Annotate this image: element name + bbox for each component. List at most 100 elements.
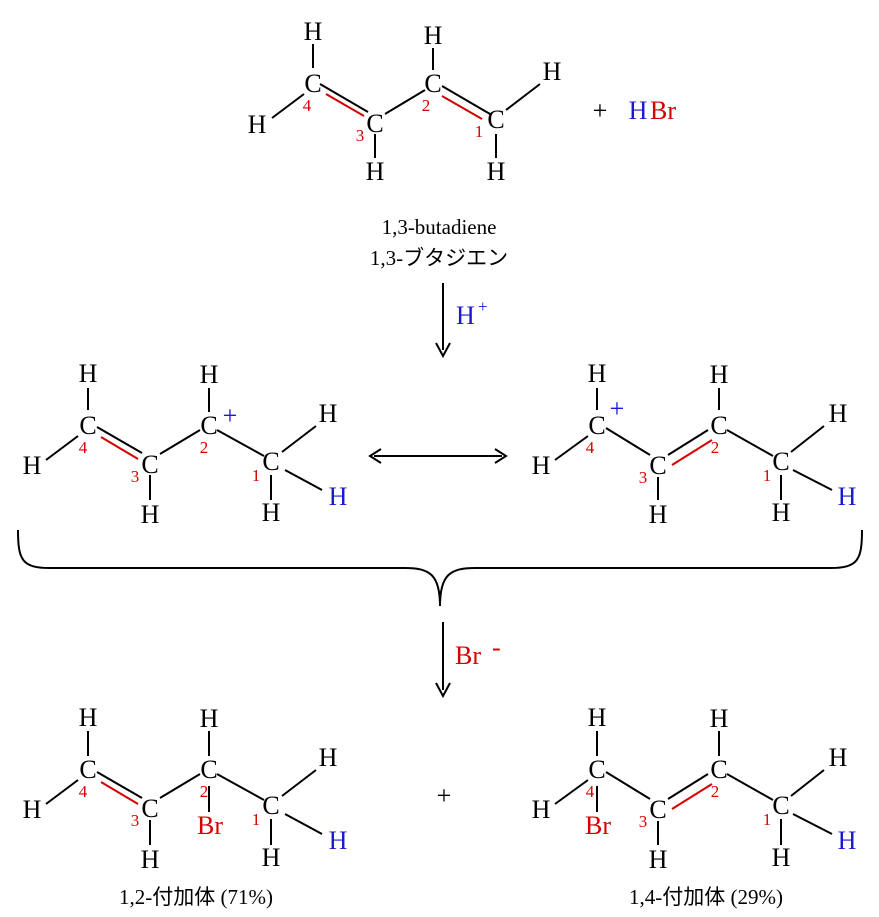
atom-h: H [200,360,219,389]
bond-c3-c2 [384,89,426,115]
atom-h: H [588,359,607,388]
atom-c3: C [649,451,666,480]
atom-c1: C [262,447,279,476]
atom-h: H [262,843,281,872]
position-number-3: 3 [131,811,140,830]
bond-c4-h [271,93,305,119]
atom-c3: C [141,794,158,823]
atom-c4: C [588,755,605,784]
reagent-h: H [629,96,648,125]
added-h: H [329,826,348,855]
added-h: H [329,482,348,511]
atom-h: H [649,845,668,874]
bond-c1-h [505,83,541,111]
reagent-plus: + [593,96,608,125]
allyl-cation-c4: H C + H C H H C C H H H 4 3 2 1 [532,359,857,529]
atom-br: Br [197,811,223,840]
position-number-2: 2 [711,782,720,801]
atom-c4: C [588,411,605,440]
allyl-cation-c2: H C H C H H C + C H H H 4 3 2 1 [23,359,348,529]
atom-c2: C [710,411,727,440]
step1-reagent-h: H [456,301,475,330]
position-number-2: 2 [200,438,209,457]
bond-c4-c3-double [325,93,365,117]
position-number-4: 4 [586,438,595,457]
position-number-3: 3 [131,467,140,486]
added-h: H [838,482,857,511]
atom-h: H [23,795,42,824]
position-number-4: 4 [79,782,88,801]
added-h: H [838,826,857,855]
grouping-brace [17,529,863,607]
atom-h: H [141,500,160,529]
position-number-2: 2 [422,96,431,115]
atom-h: H [772,498,791,527]
product-plus: + [437,781,452,810]
atom-h: H [532,795,551,824]
atom-c4: C [79,411,96,440]
atom-h: H [319,399,338,428]
position-number-4: 4 [79,438,88,457]
product-12-adduct: H C H C H H C Br C H H H 4 3 2 1 [23,703,348,874]
atom-h: H [79,703,98,732]
product-14-adduct: H C Br H C H H C C H H H 4 3 2 1 [532,703,857,874]
atom-h: H [141,845,160,874]
butadiene-molecule: H C H C H H C C H H 4 3 2 1 [248,17,562,186]
position-number-2: 2 [200,782,209,801]
atom-c1: C [772,791,789,820]
position-number-1: 1 [763,810,772,829]
product-12-label: 1,2-付加体 (71%) [119,885,273,909]
atom-h: H [424,21,443,50]
position-number-4: 4 [586,782,595,801]
atom-h: H [79,359,98,388]
atom-h: H [262,498,281,527]
position-number-4: 4 [303,96,312,115]
atom-h: H [487,157,506,186]
bond-c2-c1-single [441,85,491,115]
atom-h: H [23,451,42,480]
position-number-2: 2 [711,438,720,457]
position-number-1: 1 [763,466,772,485]
atom-c2: C [710,755,727,784]
cation-charge: + [610,394,625,423]
atom-h: H [200,704,219,733]
position-number-3: 3 [639,468,648,487]
atom-c3: C [366,109,383,138]
position-number-3: 3 [356,126,365,145]
position-number-1: 1 [252,466,261,485]
step2-arrow [435,622,451,699]
atom-c1: C [772,447,789,476]
atom-c2: C [200,755,217,784]
atom-c3: C [649,795,666,824]
atom-h: H [304,17,323,46]
step1-arrow [435,283,451,359]
atom-h: H [366,157,385,186]
atom-h: H [532,451,551,480]
atom-h: H [829,399,848,428]
product-14-label: 1,4-付加体 (29%) [629,885,783,909]
hbr-reagent: + H Br [593,96,677,125]
atom-c2: C [424,69,441,98]
reactant-name-en: 1,3-butadiene [382,215,497,239]
atom-h: H [710,360,729,389]
cation-charge: + [223,401,238,430]
atom-br: Br [585,811,611,840]
position-number-1: 1 [252,810,261,829]
reactant-name-ja: 1,3-ブタジエン [370,246,508,270]
atom-c4: C [79,755,96,784]
atom-c1: C [262,791,279,820]
atom-h: H [710,704,729,733]
position-number-1: 1 [475,122,484,141]
atom-h: H [588,703,607,732]
atom-h: H [543,57,562,86]
atom-h: H [319,743,338,772]
bond-c2-c1-double [441,95,483,120]
atom-c4: C [304,69,321,98]
step2-reagent-charge: - [492,633,501,662]
atom-c2: C [200,411,217,440]
atom-h: H [649,500,668,529]
step1-reagent-charge: + [478,297,488,316]
step2-reagent-br: Br [455,641,481,670]
resonance-arrow [368,448,508,464]
